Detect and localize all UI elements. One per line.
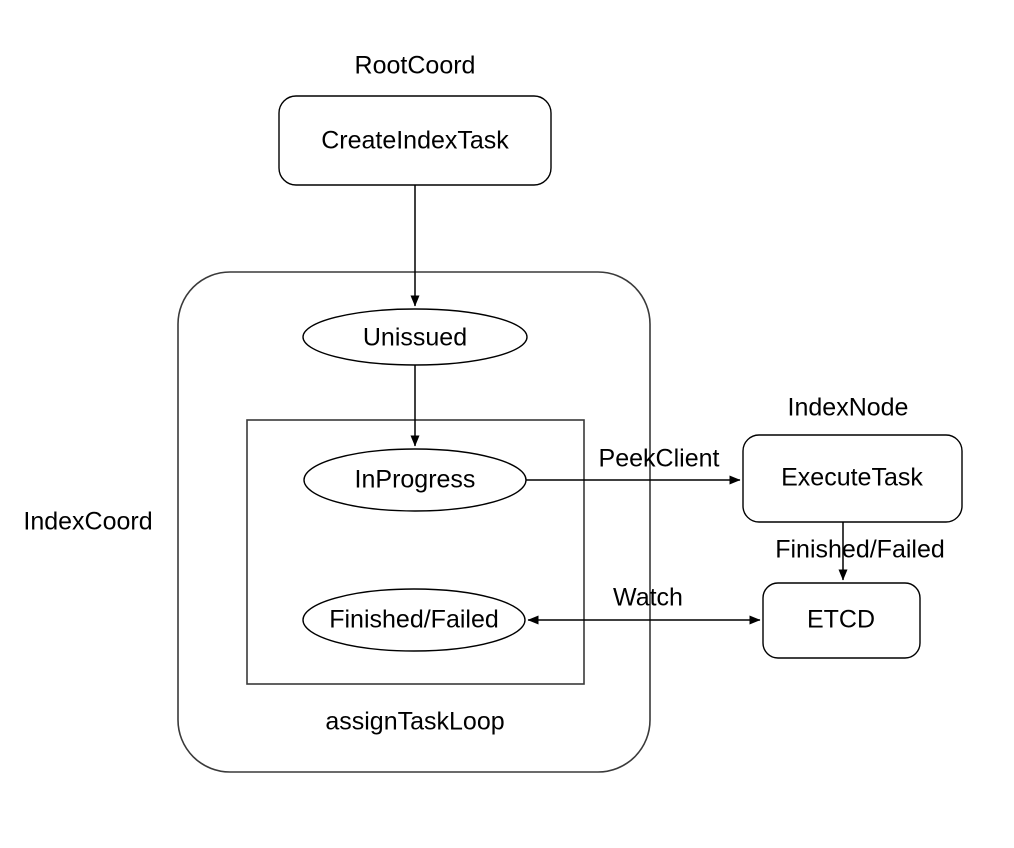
group-label-indexcoord: IndexCoord xyxy=(23,508,152,536)
edge-label-peekclient: PeekClient xyxy=(599,445,720,473)
group-label-rootcoord: RootCoord xyxy=(355,52,476,80)
node-etcd-label: ETCD xyxy=(807,606,875,634)
node-inprogress-label: InProgress xyxy=(355,466,476,494)
node-finished-failed-label: Finished/Failed xyxy=(329,606,499,634)
node-unissued-label: Unissued xyxy=(363,324,467,352)
node-createindextask[interactable] xyxy=(278,95,552,186)
node-inprogress[interactable] xyxy=(303,448,527,512)
edge-label-finished-failed: Finished/Failed xyxy=(775,536,945,564)
node-etcd[interactable] xyxy=(762,582,921,659)
edge-label-watch: Watch xyxy=(613,584,683,612)
node-createindextask-label: CreateIndexTask xyxy=(321,127,509,155)
group-indexcoord-container xyxy=(177,271,651,773)
group-label-assigntaskloop: assignTaskLoop xyxy=(325,708,504,736)
node-executetask-label: ExecuteTask xyxy=(781,464,923,492)
node-executetask[interactable] xyxy=(742,434,963,523)
node-unissued[interactable] xyxy=(302,308,528,366)
group-label-indexnode: IndexNode xyxy=(788,394,909,422)
node-finished-failed[interactable] xyxy=(302,588,526,652)
